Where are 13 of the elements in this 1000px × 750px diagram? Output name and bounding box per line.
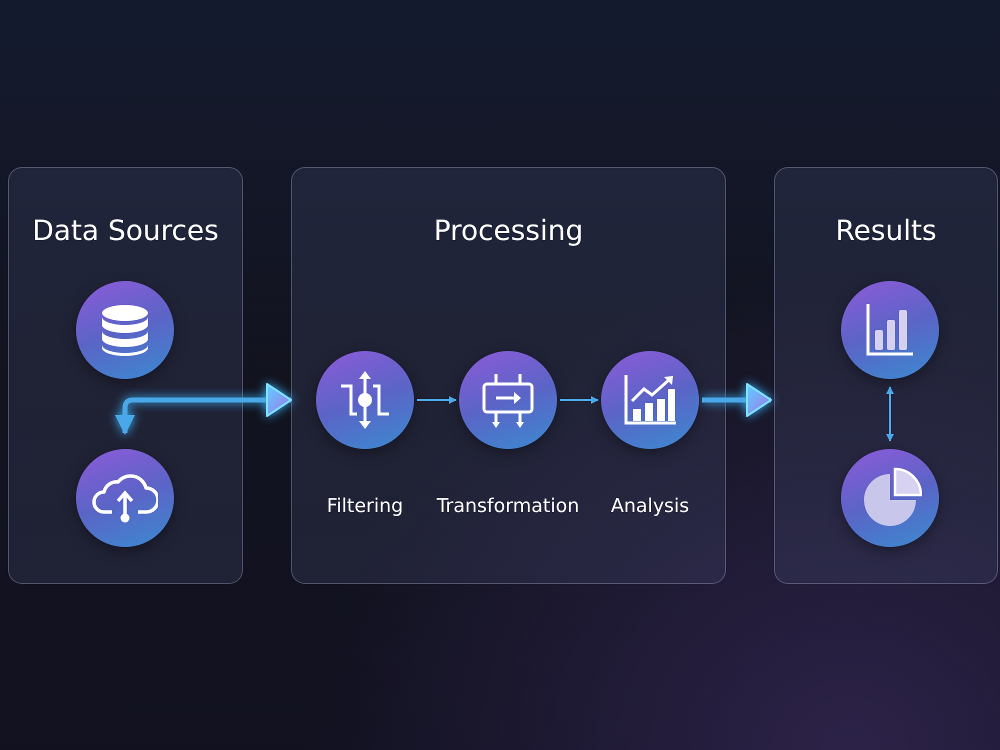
arrow xyxy=(417,396,457,404)
arrow xyxy=(115,383,292,435)
stage-panel xyxy=(291,167,726,584)
panel-title: Data Sources xyxy=(32,214,219,247)
arrow xyxy=(886,386,894,442)
step-label: Filtering xyxy=(326,495,404,517)
step-label: Transformation xyxy=(436,495,580,517)
arrow xyxy=(560,396,599,404)
panel-title: Processing xyxy=(434,214,584,247)
stage-panel xyxy=(774,167,998,584)
step-label: Analysis xyxy=(610,495,690,517)
stage-panel xyxy=(8,167,243,584)
panel-title: Results xyxy=(835,214,937,247)
